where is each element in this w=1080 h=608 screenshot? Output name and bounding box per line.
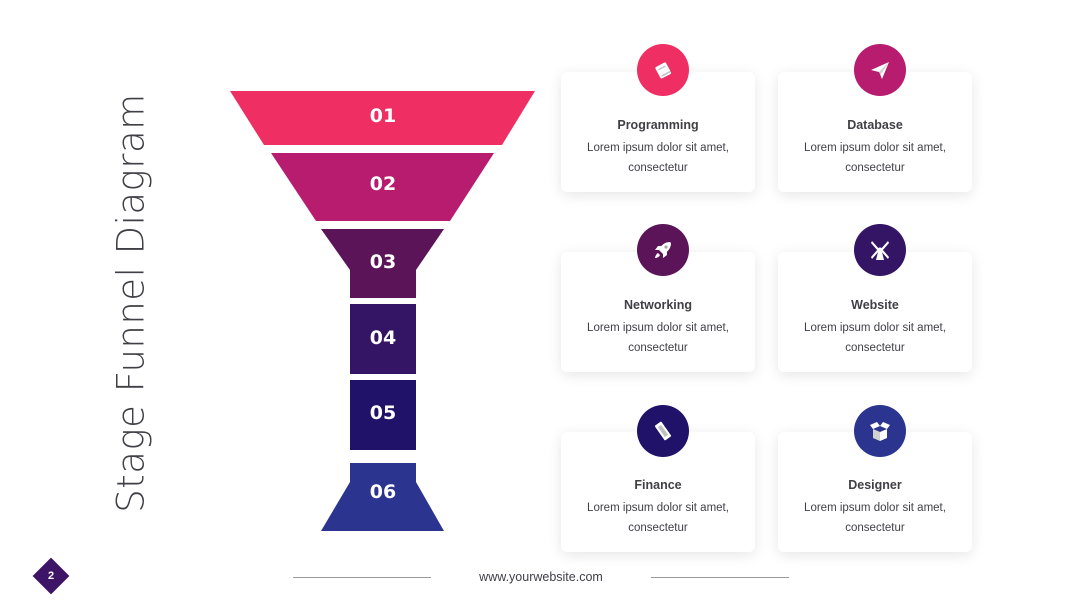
windmill-icon xyxy=(871,241,889,260)
card-title: Programming xyxy=(617,118,699,132)
funnel-stage-3 xyxy=(321,229,444,298)
book-icon xyxy=(655,62,672,79)
rocket-icon xyxy=(655,242,671,258)
ticket-icon xyxy=(654,421,672,441)
card-description: Lorem ipsum dolor sit amet, consectetur xyxy=(587,502,729,534)
badge-website xyxy=(854,224,906,276)
badge-programming xyxy=(637,44,689,96)
open-box-icon xyxy=(870,422,890,441)
stage-label-4: 04 xyxy=(369,327,397,349)
stage-label-6: 06 xyxy=(369,481,397,503)
card-description: Lorem ipsum dolor sit amet, consectetur xyxy=(804,502,946,534)
card-title: Website xyxy=(851,298,899,312)
card-title: Designer xyxy=(848,478,902,492)
badge-networking xyxy=(637,224,689,276)
footer-divider-left xyxy=(293,577,431,578)
footer-url: www.yourwebsite.com xyxy=(479,570,603,584)
stage-label-5: 05 xyxy=(369,402,397,424)
stage-label-2: 02 xyxy=(369,173,397,195)
funnel-stage-4 xyxy=(350,304,416,374)
badge-finance xyxy=(637,405,689,457)
badge-designer xyxy=(854,405,906,457)
footer-divider-right xyxy=(651,577,789,578)
page-number-badge: 2 xyxy=(32,557,70,595)
funnel-stage-2 xyxy=(271,153,494,221)
card-description: Lorem ipsum dolor sit amet, consectetur xyxy=(587,322,729,354)
card-title: Database xyxy=(847,118,903,132)
card-title: Networking xyxy=(623,298,693,312)
page-number: 2 xyxy=(47,570,55,582)
funnel-stage-5 xyxy=(350,380,416,450)
stage-label-1: 01 xyxy=(369,105,397,127)
badge-database xyxy=(854,44,906,96)
stage-label-3: 03 xyxy=(369,251,397,273)
paper-plane-icon xyxy=(871,62,889,79)
card-description: Lorem ipsum dolor sit amet, consectetur xyxy=(587,142,729,174)
card-title: Finance xyxy=(634,478,682,492)
funnel-stage-6 xyxy=(321,463,444,531)
funnel-stage-1 xyxy=(230,91,535,145)
card-description: Lorem ipsum dolor sit amet, consectetur xyxy=(804,142,946,174)
card-description: Lorem ipsum dolor sit amet, consectetur xyxy=(804,322,946,354)
